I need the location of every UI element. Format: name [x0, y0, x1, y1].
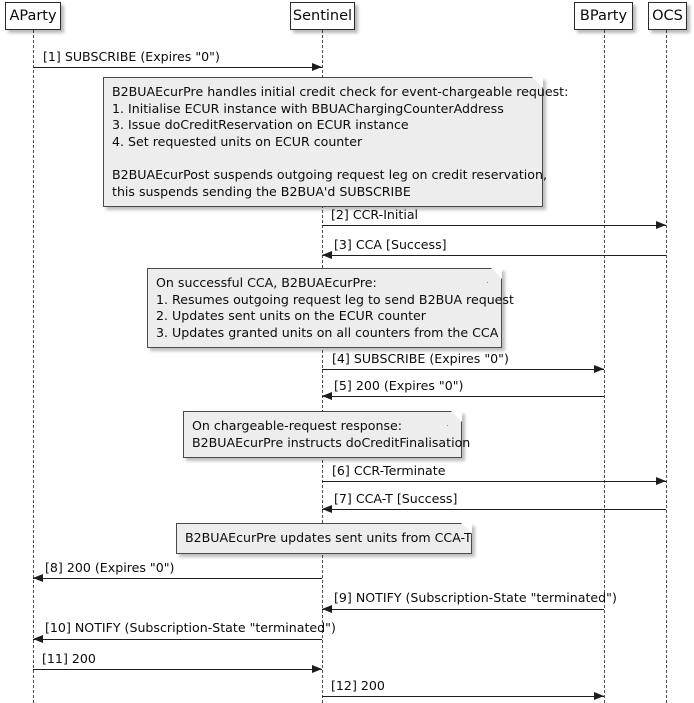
- lifeline-aparty: [33, 30, 34, 703]
- message-line-1: [33, 67, 322, 68]
- arrowhead-3: [322, 251, 332, 259]
- message-label-5: [5] 200 (Expires "0"): [334, 378, 464, 393]
- lifeline-sentinel: [322, 30, 323, 703]
- message-label-8: [8] 200 (Expires "0"): [45, 560, 175, 575]
- message-line-11: [33, 669, 322, 670]
- participant-aparty[interactable]: AParty: [5, 2, 61, 30]
- arrowhead-9: [322, 605, 332, 613]
- note-dogear-edge-icon: [487, 268, 502, 283]
- arrowhead-8: [33, 574, 43, 582]
- message-line-7: [322, 509, 666, 510]
- lifeline-bparty: [604, 30, 605, 703]
- message-label-6: [6] CCR-Terminate: [332, 463, 446, 478]
- note-successful-cca-text: On successful CCA, B2BUAEcurPre: 1. Resu…: [156, 275, 514, 340]
- note-dogear-edge-icon: [457, 523, 472, 538]
- message-line-8: [33, 578, 322, 579]
- message-label-12: [12] 200: [331, 678, 385, 693]
- arrowhead-7: [322, 505, 332, 513]
- message-label-10: [10] NOTIFY (Subscription-State "termina…: [45, 620, 336, 635]
- participant-bparty[interactable]: BParty: [574, 2, 633, 30]
- note-chargeable-request-response-text: On chargeable-request response: B2BUAEcu…: [192, 418, 471, 450]
- note-sent-units-cca-t-text: B2BUAEcurPre updates sent units from CCA…: [185, 530, 472, 545]
- message-line-9: [322, 609, 604, 610]
- message-label-11: [11] 200: [42, 651, 96, 666]
- message-label-7: [7] CCA-T [Success]: [334, 491, 458, 506]
- arrowhead-1: [312, 63, 322, 71]
- note-successful-cca: On successful CCA, B2BUAEcurPre: 1. Resu…: [147, 268, 514, 349]
- message-line-12: [322, 696, 604, 697]
- participant-sentinel[interactable]: Sentinel: [290, 2, 355, 30]
- note-sent-units-cca-t: B2BUAEcurPre updates sent units from CCA…: [176, 523, 472, 554]
- arrowhead-12: [594, 692, 604, 700]
- arrowhead-10: [33, 635, 43, 643]
- message-line-10: [33, 639, 322, 640]
- arrowhead-11: [312, 665, 322, 673]
- lifeline-ocs: [666, 30, 667, 703]
- participant-ocs[interactable]: OCS: [648, 2, 687, 30]
- message-label-1: [1] SUBSCRIBE (Expires "0"): [43, 49, 220, 64]
- note-dogear-edge-icon: [528, 77, 543, 92]
- message-line-6: [322, 481, 666, 482]
- message-line-5: [322, 396, 604, 397]
- arrowhead-6: [656, 477, 666, 485]
- arrowhead-2: [656, 221, 666, 229]
- message-label-9: [9] NOTIFY (Subscription-State "terminat…: [334, 590, 617, 605]
- note-chargeable-request-response: On chargeable-request response: B2BUAEcu…: [183, 411, 470, 459]
- message-label-3: [3] CCA [Success]: [334, 237, 447, 252]
- note-initial-credit-check-text: B2BUAEcurPre handles initial credit chec…: [112, 84, 569, 199]
- arrowhead-5: [322, 392, 332, 400]
- note-dogear-edge-icon: [447, 411, 462, 426]
- message-line-3: [322, 255, 666, 256]
- message-line-4: [322, 369, 604, 370]
- arrowhead-4: [594, 365, 604, 373]
- note-initial-credit-check: B2BUAEcurPre handles initial credit chec…: [103, 77, 568, 208]
- message-label-4: [4] SUBSCRIBE (Expires "0"): [332, 351, 509, 366]
- message-line-2: [322, 225, 666, 226]
- message-label-2: [2] CCR-Initial: [331, 207, 419, 222]
